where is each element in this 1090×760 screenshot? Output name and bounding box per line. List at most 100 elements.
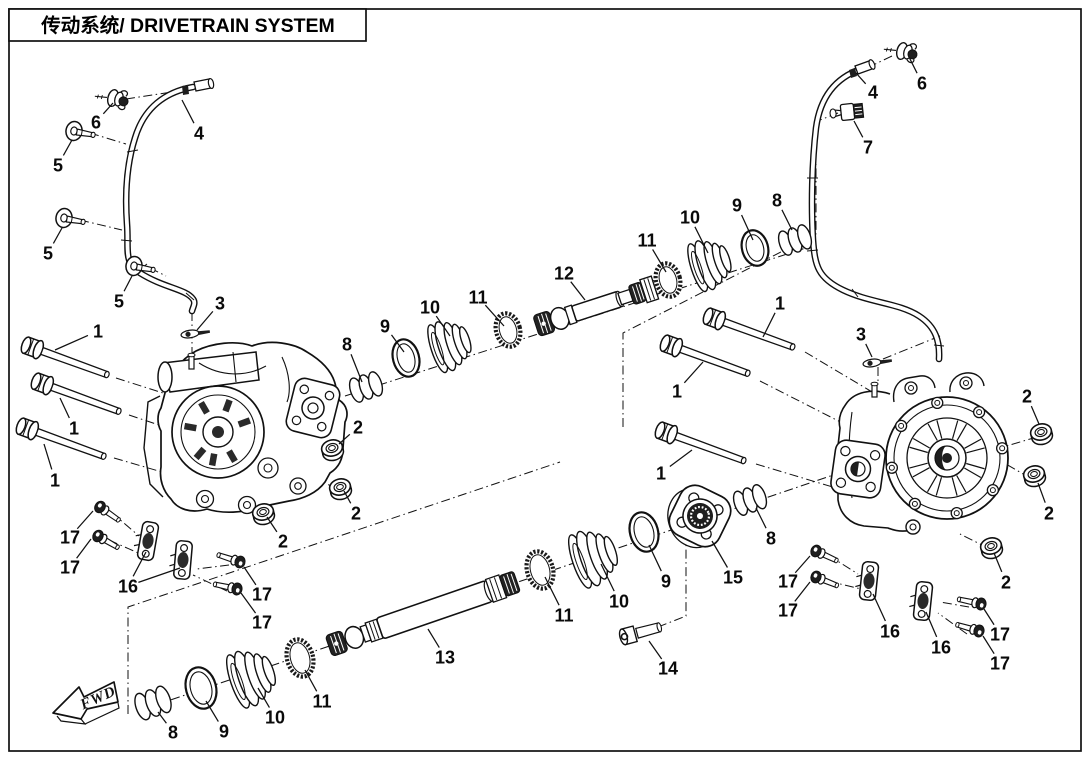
callout-leader-17 [240, 592, 257, 614]
callout-leader-8 [350, 354, 363, 383]
callout-leader-8 [781, 209, 793, 231]
flange-nut [1022, 465, 1047, 488]
vent-pin [862, 358, 893, 368]
callout-leader-16 [138, 567, 181, 583]
callout-17: 17 [778, 601, 798, 621]
rear-differential [830, 372, 1009, 535]
callout-leader-2 [343, 490, 352, 504]
callout-1: 1 [93, 322, 103, 342]
callout-17: 17 [252, 585, 272, 605]
mount-bolt [659, 334, 751, 377]
callout-leader-17 [794, 555, 811, 574]
flange-nut [320, 439, 345, 462]
callout-8: 8 [766, 529, 776, 549]
mount-bracket [855, 561, 880, 601]
callout-17: 17 [990, 654, 1010, 674]
callout-leader-9 [741, 214, 754, 241]
tube-clip [55, 207, 86, 229]
front-prop-shaft [533, 275, 668, 337]
gear-housing-shading [183, 398, 252, 467]
callout-2: 2 [351, 504, 361, 524]
bracket-screw [810, 544, 839, 564]
callout-leader-16 [132, 551, 147, 577]
callout-1: 1 [656, 464, 666, 484]
rear-input-flange [830, 439, 886, 499]
callout-leader-1 [762, 312, 776, 338]
callout-9: 9 [732, 196, 742, 216]
page-title: 传动系统/ DRIVETRAIN SYSTEM [40, 14, 335, 37]
boot-spring [134, 685, 172, 721]
callout-8: 8 [168, 723, 178, 743]
front-breather-tube [120, 77, 215, 315]
callout-16: 16 [118, 577, 138, 597]
callout-2: 2 [1044, 504, 1054, 524]
callout-16: 16 [931, 638, 951, 658]
rear-cover-detail [885, 396, 1009, 520]
snap-ring [653, 261, 683, 299]
callout-leader-8 [157, 711, 167, 724]
tube-clip [125, 255, 156, 277]
callout-4: 4 [868, 83, 878, 103]
bracket-screw [955, 621, 985, 638]
callout-9: 9 [661, 572, 671, 592]
mount-bolt [654, 421, 747, 465]
callout-10: 10 [420, 298, 440, 318]
callout-7: 7 [863, 138, 873, 158]
callout-leader-2 [993, 552, 1003, 573]
callout-1: 1 [672, 382, 682, 402]
callout-leader-10 [435, 315, 451, 337]
callout-11: 11 [468, 288, 487, 308]
snap-ring [284, 637, 316, 679]
callout-2: 2 [1001, 573, 1011, 593]
callout-8: 8 [342, 335, 352, 355]
title-box [8, 8, 367, 42]
callout-leader-17 [76, 510, 94, 530]
banjo-bolt [94, 88, 129, 111]
callout-9: 9 [380, 317, 390, 337]
callout-leader-2 [1030, 405, 1040, 425]
callout-leader-6 [102, 102, 114, 115]
callout-5: 5 [53, 156, 63, 176]
callout-leader-9 [648, 544, 662, 572]
callout-17: 17 [252, 613, 272, 633]
callout-1: 1 [69, 419, 79, 439]
callout-leader-11 [304, 669, 318, 692]
callout-leader-4 [181, 99, 195, 124]
vent-pin [180, 329, 211, 339]
boot-spring [732, 484, 768, 516]
callout-1: 1 [50, 471, 60, 491]
callout-leader-6 [908, 56, 918, 74]
callout-leader-1 [54, 334, 89, 351]
boot-spring [348, 371, 384, 403]
callout-17: 17 [60, 528, 80, 548]
mount-bracket [909, 581, 934, 621]
callout-16: 16 [880, 622, 900, 642]
snap-ring [524, 549, 556, 591]
mount-bolt [30, 372, 122, 415]
callout-leader-17 [982, 635, 995, 655]
callout-leader-5 [62, 139, 73, 156]
callout-8: 8 [772, 191, 782, 211]
banjo-bolt [883, 41, 918, 64]
callout-2: 2 [1022, 387, 1032, 407]
mount-bracket [133, 520, 160, 562]
flange-nut [1029, 423, 1054, 446]
bracket-screw [810, 570, 840, 589]
callout-leader-10 [694, 226, 709, 254]
callout-leader-9 [390, 334, 405, 353]
rear-prop-shaft [325, 571, 521, 657]
callout-14: 14 [658, 659, 678, 679]
bracket-screw [94, 500, 121, 523]
callout-leader-12 [570, 281, 586, 301]
callout-2: 2 [278, 532, 288, 552]
callout-leader-11 [484, 304, 505, 327]
callout-10: 10 [609, 592, 629, 612]
callout-17: 17 [990, 625, 1010, 645]
mount-bolt [20, 336, 110, 379]
callout-6: 6 [91, 113, 101, 133]
seal-ring [740, 229, 770, 267]
callout-11: 11 [312, 692, 331, 712]
callout-1: 1 [775, 294, 785, 314]
tube-clip-holder [829, 102, 865, 122]
callout-leader-17 [794, 581, 811, 602]
